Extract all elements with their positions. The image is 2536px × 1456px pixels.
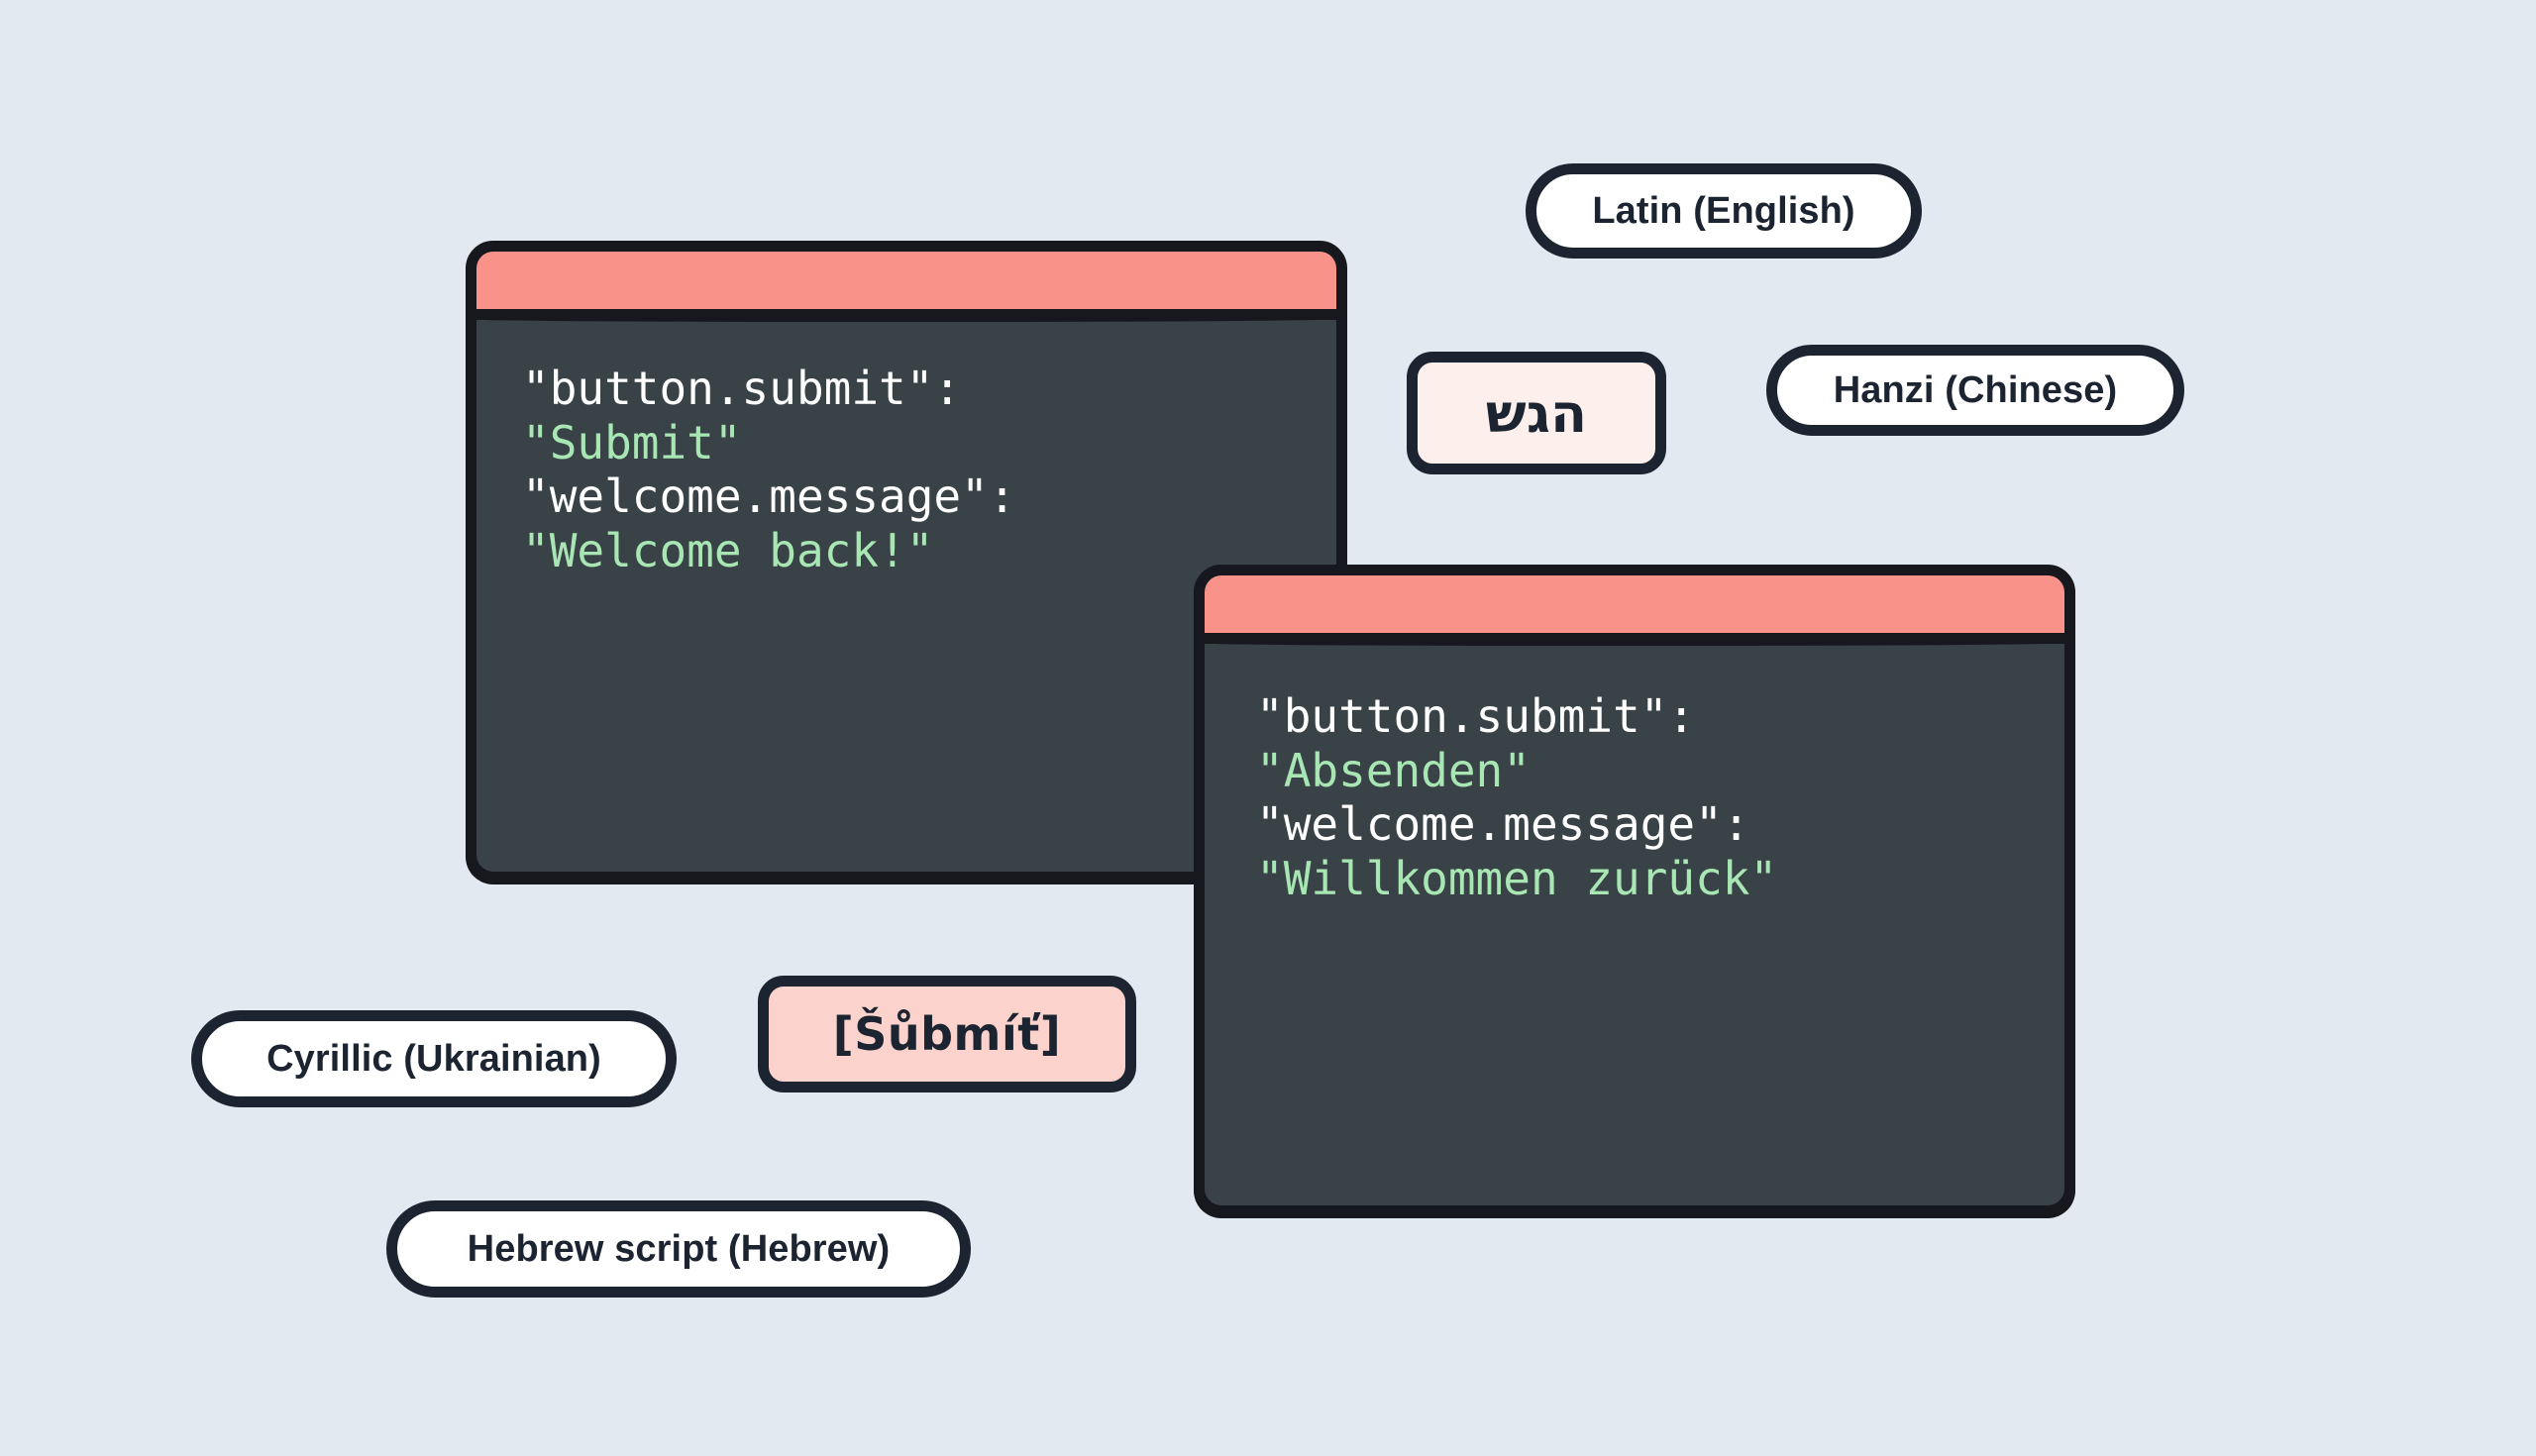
sample-pill-hebrew-submit[interactable]: הגש: [1407, 352, 1666, 474]
code-content: "button.submit": "Submit" "welcome.messa…: [476, 320, 1336, 578]
code-value-button-submit: "Absenden": [1256, 743, 1531, 797]
code-key-welcome-message: "welcome.message":: [522, 469, 1016, 524]
code-key-button-submit: "button.submit":: [522, 362, 962, 415]
english-locale-window[interactable]: "button.submit": "Submit" "welcome.messa…: [466, 241, 1347, 883]
code-value-button-submit: "Submit": [522, 415, 742, 469]
sample-pill-pseudolocalized-submit[interactable]: [Šůbmíť]: [758, 976, 1136, 1092]
window-title-bar: [476, 252, 1336, 322]
german-locale-window[interactable]: "button.submit": "Absenden" "welcome.mes…: [1194, 565, 2075, 1216]
code-content: "button.submit": "Absenden" "welcome.mes…: [1205, 644, 2064, 906]
label-pill-cyrillic-ukrainian[interactable]: Cyrillic (Ukrainian): [191, 1010, 677, 1107]
label-pill-hebrew-script[interactable]: Hebrew script (Hebrew): [386, 1200, 971, 1298]
window-title-bar: [1205, 575, 2064, 646]
code-key-welcome-message: "welcome.message":: [1256, 797, 1750, 852]
label-pill-latin-english[interactable]: Latin (English): [1526, 163, 1922, 259]
code-value-welcome-message: "Welcome back!": [522, 524, 934, 578]
label-pill-hanzi-chinese[interactable]: Hanzi (Chinese): [1766, 345, 2184, 436]
code-key-button-submit: "button.submit":: [1256, 689, 1696, 743]
code-value-welcome-message: "Willkommen zurück": [1256, 852, 1778, 906]
